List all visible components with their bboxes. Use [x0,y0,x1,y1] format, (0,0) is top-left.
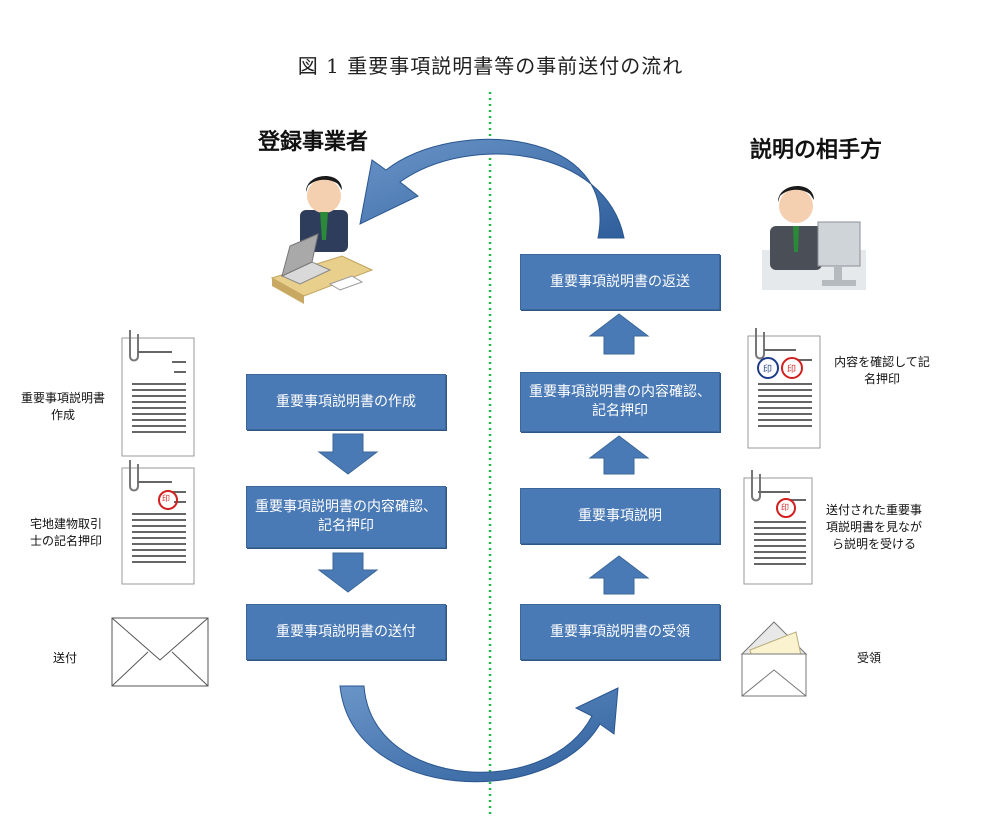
send-curve-arrow [339,685,619,783]
customer-monitor-illustration [762,185,866,290]
document-icon [121,330,195,457]
received-document-icon [743,470,813,585]
seal-label: 印 [781,503,789,512]
step-confirm-seal-box: 重要事項説明書の内容確認、記名押印 [246,486,446,548]
step-send-box: 重要事項説明書の送付 [246,604,446,660]
down-arrow [317,433,379,593]
return-curve-arrow [359,138,625,239]
figure-title: 図 1 重要事項説明書等の事前送付の流れ [297,54,684,78]
blue-seal-icon [757,357,779,379]
red-seal-icon [158,490,178,510]
red-seal-icon [781,357,803,379]
note-receive: 受領 [856,651,881,665]
step-create-box: 重要事項説明書の作成 [246,374,446,430]
note-confirm-seal: 内容を確認して記名押印 [834,355,930,386]
envelope-icon [111,617,209,687]
right-party-label: 説明の相手方 [750,138,883,163]
open-envelope-icon [740,621,808,697]
note-send: 送付 [52,651,77,665]
up-arrow [588,313,650,595]
step-explanation-box: 重要事項説明 [520,488,720,544]
note-create: 重要事項説明書作成 [20,391,105,422]
seal-label: 印 [162,494,170,503]
seal-label: 印 [787,365,797,375]
step-return-box: 重要事項説明書の返送 [520,254,720,310]
step-receive-box: 重要事項説明書の受領 [520,604,720,660]
double-sealed-document-icon [747,328,821,449]
red-seal-icon [776,498,796,518]
seal-label: 印 [763,365,773,375]
signed-document-icon [121,460,195,585]
businessperson-laptop-illustration [270,175,374,304]
left-party-label: 登録事業者 [258,130,369,155]
note-broker-seal: 宅地建物取引士の記名押印 [29,517,102,548]
step-confirm-seal-box: 重要事項説明書の内容確認、記名押印 [520,372,720,432]
note-receive-explanation: 送付された重要事項説明書を見ながら説明を受ける [826,503,923,551]
